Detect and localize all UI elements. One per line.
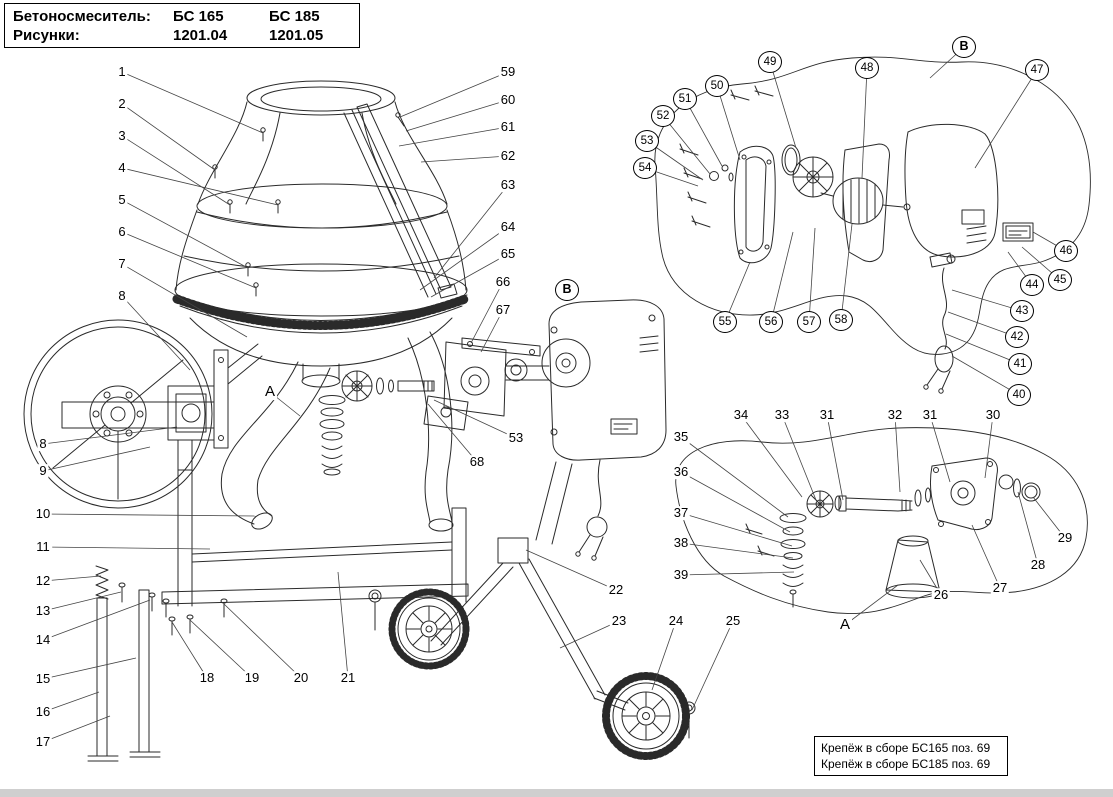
power-cord (597, 459, 602, 517)
detail-outline-a (675, 427, 1088, 615)
product-label: Бетоносмеситель: (13, 8, 151, 25)
detail-outline-b (654, 56, 1091, 355)
wheel-right (602, 672, 690, 760)
ring-gear (172, 294, 470, 330)
motor-exploded-view (654, 56, 1091, 394)
rating-plate (1002, 222, 1034, 242)
motor-housing-cover (904, 123, 999, 258)
figure-1: 1201.04 (173, 27, 228, 44)
fan-wheel (792, 156, 834, 198)
motor (541, 299, 667, 561)
figures-label: Рисунки: (13, 27, 80, 44)
model-2: БС 185 (269, 8, 320, 25)
mixer-drum (172, 80, 470, 388)
spring (95, 565, 109, 600)
tilt-gearbox (167, 343, 263, 449)
shaft (838, 495, 913, 512)
fastener-note-line2: Крепёж в сборе БС185 поз. 69 (821, 757, 991, 771)
impeller (806, 490, 834, 518)
fastener-note-box: Крепёж в сборе БС165 поз. 69 Крепёж в сб… (814, 736, 1008, 776)
plug-exploded (923, 345, 954, 394)
drum-screws (212, 112, 405, 297)
bearing-housing (929, 457, 998, 531)
support-legs (87, 565, 170, 762)
bottom-scroll-strip[interactable] (0, 789, 1113, 797)
hand-wheel (23, 319, 215, 509)
figure-2: 1201.05 (269, 27, 324, 44)
title-box: Бетоносмеситель: БС 165 БС 185 Рисунки: … (4, 3, 360, 48)
wheel-left (388, 588, 470, 670)
tipping-handle (343, 103, 458, 299)
cord-exploded (942, 267, 948, 350)
frame (161, 439, 573, 636)
stand-and-wheels (388, 537, 696, 760)
rotor (820, 177, 911, 225)
chute-funnel (885, 535, 941, 599)
gasket-panel (842, 143, 890, 263)
bearing-cover (733, 145, 776, 264)
drive-parts (318, 337, 550, 476)
power-plug (575, 516, 608, 561)
fastener-note-line1: Крепёж в сборе БС165 поз. 69 (821, 741, 991, 755)
model-1: БС 165 (173, 8, 224, 25)
